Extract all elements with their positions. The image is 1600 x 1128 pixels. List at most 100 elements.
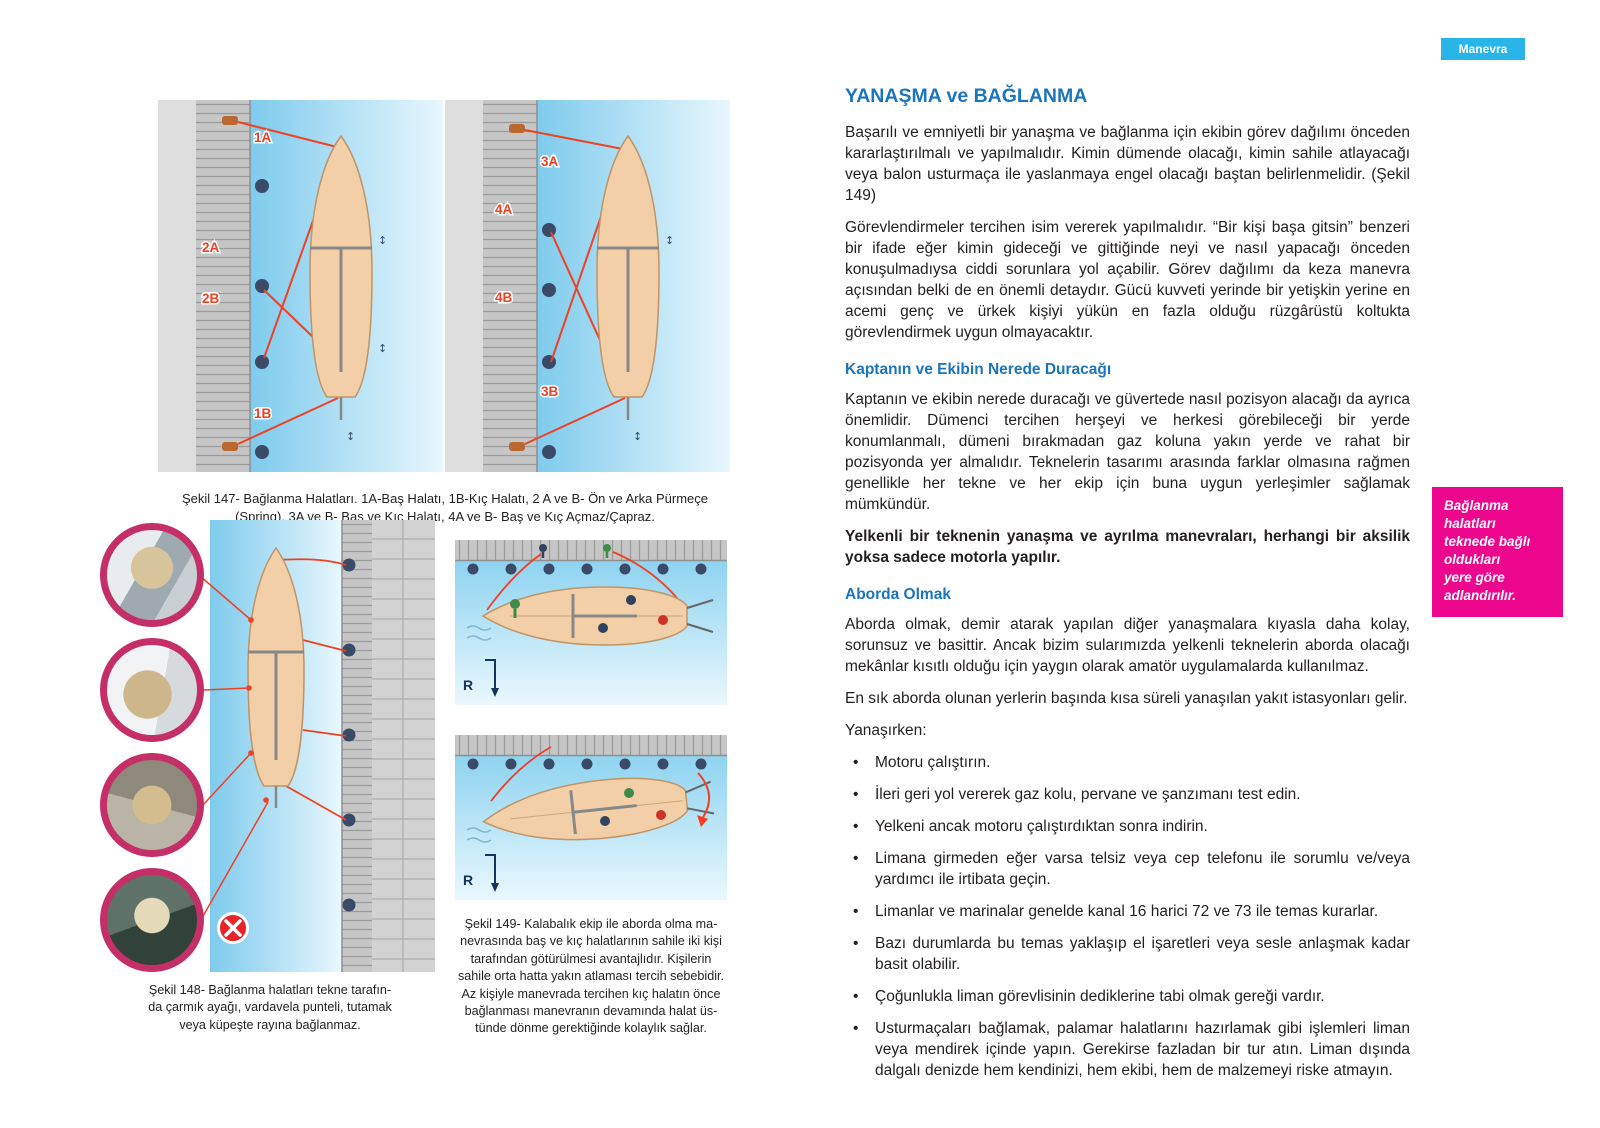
list-item: Bazı durumlarda bu temas yaklaşıp el işa…	[845, 933, 1410, 975]
updown-arrow-icon: ↕	[378, 342, 387, 355]
sailboat-sideview	[482, 777, 715, 841]
emphasis-paragraph: Yelkenli bir teknenin yanaşma ve ayrılma…	[845, 528, 1410, 566]
bollard	[342, 728, 356, 742]
list-item: Limana girmeden eğer varsa telsiz veya c…	[845, 848, 1410, 890]
list-item-text: Limana girmeden eğer varsa telsiz veya c…	[875, 850, 1410, 888]
paragraph: En sık aborda olunan yerlerin başında kı…	[845, 690, 1408, 707]
paragraph: Kaptanın ve ekibin nerede duracağı ve gü…	[845, 391, 1410, 513]
stern-line	[612, 551, 678, 599]
stern-line	[524, 397, 626, 445]
sailboat-sideview	[481, 586, 714, 646]
updown-arrow-icon: ↕	[665, 234, 674, 247]
margin-note: Bağlanma halatları teknede bağlı oldukla…	[1432, 487, 1563, 618]
knot-photo-stanchion	[100, 638, 204, 742]
page-title: YANAŞMA ve BAĞLANMA	[845, 85, 1088, 107]
sailboat-topview	[247, 546, 305, 808]
list-item: İleri geri yol vererek gaz kolu, pervane…	[845, 784, 1410, 805]
list-item: Usturmaçaları bağlamak, palamar halatlar…	[845, 1018, 1410, 1081]
figure-149: R	[455, 540, 727, 905]
down-arrow-icon	[491, 883, 499, 892]
callout-line	[203, 687, 250, 691]
bollard	[542, 223, 556, 237]
bollard	[255, 279, 269, 293]
paragraph: Yanaşırken:	[845, 722, 927, 739]
bow-line	[237, 121, 342, 149]
stern-line	[237, 397, 339, 445]
bow-line	[486, 553, 542, 611]
callout-line	[202, 752, 252, 806]
bollard	[542, 445, 556, 459]
crew-figures	[600, 788, 666, 826]
list-item-text: Usturmaçaları bağlamak, palamar halatlar…	[875, 1020, 1410, 1079]
fig149-top-diagram: R	[455, 540, 727, 705]
bollard	[255, 445, 269, 459]
spring-line	[263, 289, 315, 339]
checklist: Motoru çalıştırın. İleri geri yol verere…	[845, 752, 1410, 1081]
figure-148	[100, 520, 435, 972]
list-item-text: Limanlar ve marinalar genelde kanal 16 h…	[875, 903, 1379, 920]
chapter-tab: Manevra	[1441, 38, 1525, 60]
fig147-right-diagram: ↕ ↕ 3A 4A 4B 3B	[445, 100, 730, 472]
bollard	[342, 898, 356, 912]
sailboat-topview	[596, 134, 660, 420]
mooring-line	[302, 729, 347, 737]
list-item-text: Yelkeni ancak motoru çalıştırdıktan sonr…	[875, 818, 1208, 835]
line-label-4b: 4B	[495, 290, 513, 305]
updown-arrow-icon: ↕	[378, 234, 387, 247]
section-heading-aborda: Aborda Olmak	[845, 586, 951, 603]
list-item: Çoğunlukla liman görevlisinin dediklerin…	[845, 986, 1410, 1007]
bow-line	[490, 746, 552, 802]
knot-photo-shroud	[100, 523, 204, 627]
reverse-label: R	[463, 677, 473, 693]
line-label-2a: 2A	[202, 240, 220, 255]
spring-line	[263, 217, 315, 359]
dock-cleat	[222, 442, 238, 451]
fig149-caption: Şekil 149- Kalabalık ekip ile aborda olm…	[457, 917, 724, 1036]
list-item-text: Motoru çalıştırın.	[875, 754, 991, 771]
mooring-line	[275, 558, 347, 566]
callout-line	[199, 575, 252, 621]
bollard	[342, 643, 356, 657]
paragraph: Görevlendirmeler tercihen isim vererek y…	[845, 219, 1410, 341]
fig147-left-diagram: ↕ ↕ ↕ 1A 2A 2B 1B	[158, 100, 443, 472]
reverse-label: R	[463, 872, 473, 888]
bow-line	[524, 129, 629, 151]
bollard	[255, 355, 269, 369]
line-label-1a: 1A	[254, 130, 272, 145]
sailboat-topview	[309, 134, 373, 420]
list-item: Limanlar ve marinalar genelde kanal 16 h…	[845, 901, 1410, 922]
line-label-3b: 3B	[541, 384, 559, 399]
dock-cleat	[509, 442, 525, 451]
bollard	[342, 558, 356, 572]
dock-cleat	[222, 116, 238, 125]
knot-photo-handrail	[100, 753, 204, 857]
line-label-1b: 1B	[254, 406, 272, 421]
list-item: Yelkeni ancak motoru çalıştırdıktan sonr…	[845, 816, 1410, 837]
cross-line	[550, 231, 609, 359]
crew-figures	[510, 544, 668, 633]
mooring-line	[302, 639, 347, 652]
reverse-bracket	[485, 854, 496, 883]
bollard	[255, 179, 269, 193]
dock-cleat	[509, 124, 525, 133]
bollard	[342, 813, 356, 827]
mooring-line	[285, 785, 347, 821]
swing-arrow	[697, 772, 710, 820]
arrowhead-icon	[697, 815, 708, 827]
section-heading-kaptan: Kaptanın ve Ekibin Nerede Duracağı	[845, 361, 1112, 378]
paragraph: Başarılı ve emniyetli bir yanaşma ve bağ…	[845, 124, 1410, 204]
down-arrow-icon	[491, 688, 499, 697]
line-label-2b: 2B	[202, 291, 220, 306]
line-label-4a: 4A	[495, 202, 513, 217]
cross-line	[550, 195, 609, 363]
forbidden-x-icon	[217, 912, 249, 944]
chapter-tab-label: Manevra	[1458, 42, 1508, 56]
reverse-bracket	[485, 659, 496, 688]
updown-arrow-icon: ↕	[346, 430, 355, 443]
bollard	[542, 283, 556, 297]
bollard	[542, 355, 556, 369]
line-label-3a: 3A	[541, 154, 559, 169]
knot-photo-toerail	[100, 868, 204, 972]
figure-147: ↕ ↕ ↕ 1A 2A 2B 1B	[158, 100, 730, 472]
